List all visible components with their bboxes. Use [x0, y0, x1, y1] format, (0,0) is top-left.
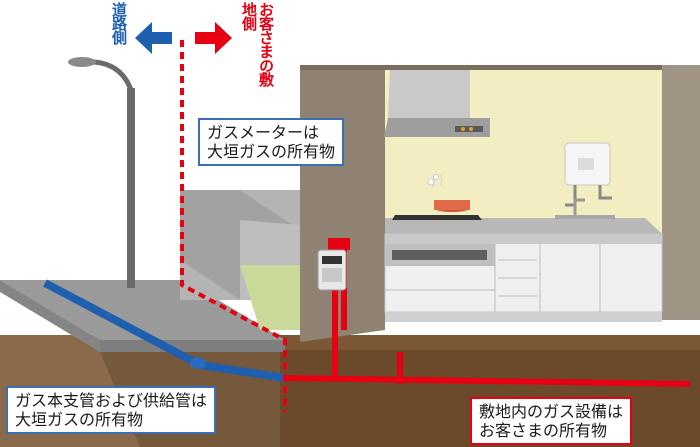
meter-callout-line1: ガスメーターは [207, 123, 320, 142]
road-side-label: 道路側 [110, 2, 128, 44]
left-arrow-icon [135, 22, 172, 54]
service-pipe-blue [199, 361, 286, 382]
main-pipe-callout: ガス本支管および供給管は 大垣ガスの所有物 [6, 386, 217, 434]
road-left-face [0, 280, 100, 352]
meter-callout: ガスメーターは 大垣ガスの所有物 [198, 118, 345, 166]
yard-lawn [240, 265, 300, 330]
property-boundary-line [180, 40, 287, 412]
soil-top-band [280, 335, 700, 350]
road-curb [100, 340, 285, 352]
customer-equipment-callout-line2: お客さまの所有物 [479, 421, 608, 440]
range-hood-icon [388, 70, 470, 118]
customer-equipment-callout-line1: 敷地内のガス設備は [479, 402, 624, 421]
main-pipe-blue [43, 279, 202, 369]
street-lamp-icon [127, 88, 135, 288]
main-pipe-callout-line1: ガス本支管および供給管は [15, 391, 208, 410]
house-top-wall [300, 65, 700, 70]
main-pipe-callout-line2: 大垣ガスの所有物 [15, 410, 144, 429]
meter-callout-line2: 大垣ガスの所有物 [207, 142, 336, 161]
countertop [385, 218, 662, 234]
house-right-wall [662, 65, 700, 320]
right-arrow-icon [195, 22, 232, 54]
customer-side-label: お客さまの敷地側 [240, 2, 275, 86]
customer-equipment-callout: 敷地内のガス設備は お客さまの所有物 [470, 397, 633, 445]
